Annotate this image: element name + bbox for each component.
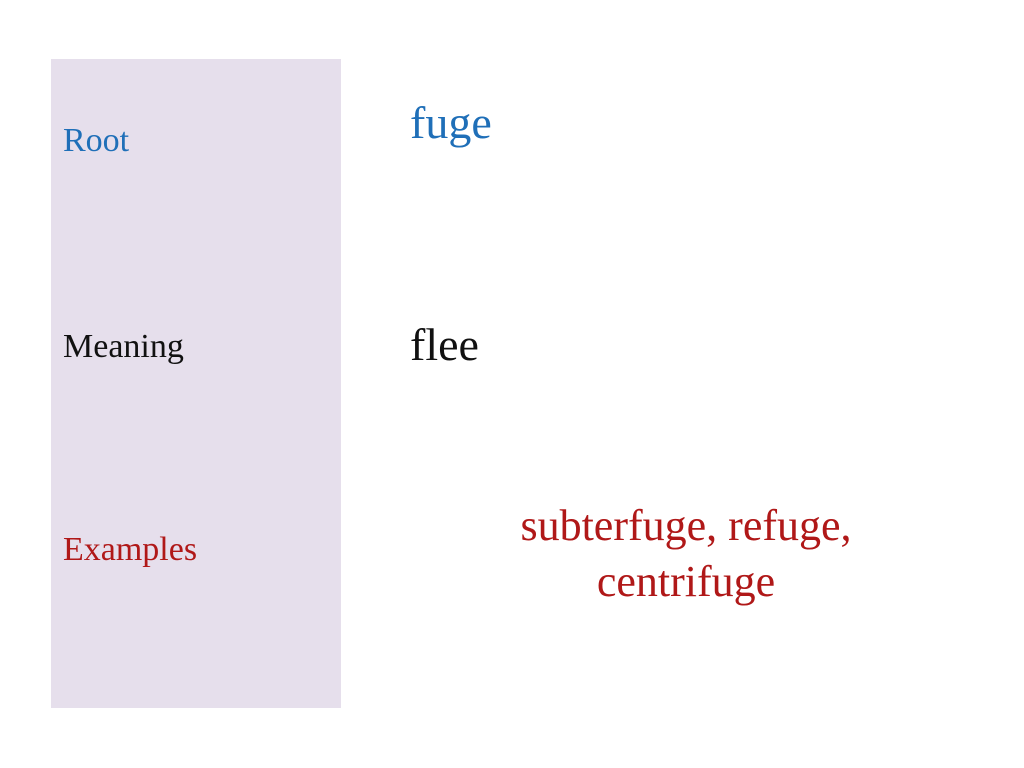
examples-line-2: centrifuge — [596, 557, 776, 606]
meaning-label: Meaning — [63, 328, 184, 365]
examples-label: Examples — [63, 531, 198, 568]
meaning-value: flee — [410, 319, 479, 370]
root-label: Root — [63, 122, 130, 159]
examples-line-1: subterfuge, refuge, — [520, 501, 852, 550]
root-value: fuge — [410, 97, 492, 148]
examples-value: subterfuge, refuge, centrifuge — [396, 498, 976, 610]
label-sidebar: Root Meaning Examples — [51, 59, 341, 708]
